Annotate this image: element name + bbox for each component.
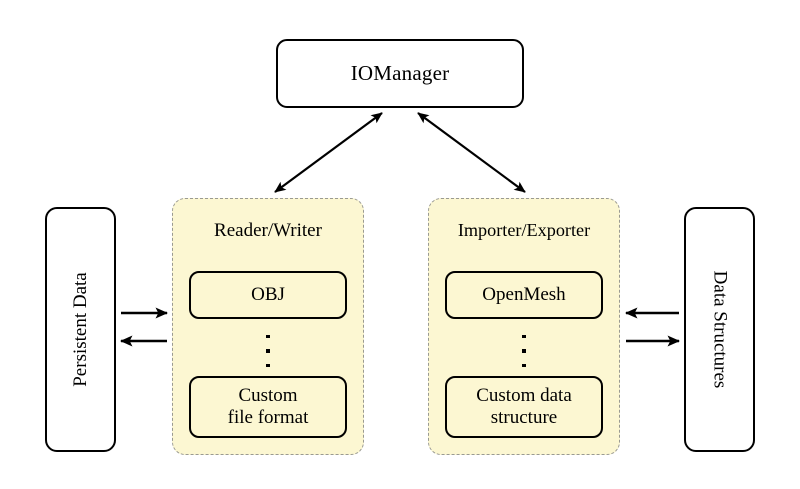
component-openmesh-label: OpenMesh bbox=[482, 283, 566, 305]
ellipsis-dot bbox=[522, 363, 526, 367]
iomanager-label: IOManager bbox=[350, 61, 450, 85]
arrow-manager-to-reader-writer bbox=[274, 112, 383, 193]
node-persistent-data[interactable]: Persistent Data bbox=[45, 207, 116, 452]
custom-data-structure-line1: Custom data bbox=[476, 384, 572, 406]
node-iomanager[interactable]: IOManager bbox=[276, 39, 524, 108]
custom-file-format-line2: file format bbox=[227, 407, 309, 428]
component-custom-file-format[interactable]: Custom file format bbox=[189, 376, 347, 438]
component-obj-label: OBJ bbox=[251, 283, 285, 305]
arrow-manager-to-importer-exporter bbox=[417, 112, 526, 193]
component-obj[interactable]: OBJ bbox=[189, 271, 347, 319]
panel-reader-writer-title: Reader/Writer bbox=[214, 220, 322, 241]
ellipsis-dot bbox=[266, 349, 270, 353]
ellipsis-reader-writer bbox=[173, 332, 363, 370]
ellipsis-dot bbox=[266, 335, 270, 339]
persistent-data-label: Persistent Data bbox=[70, 272, 92, 387]
panel-importer-exporter[interactable]: Importer/Exporter OpenMesh Custom data s… bbox=[428, 198, 620, 455]
node-data-structures[interactable]: Data Structures bbox=[684, 207, 755, 452]
custom-data-structure-line2: structure bbox=[490, 407, 558, 428]
component-custom-data-structure[interactable]: Custom data structure bbox=[445, 376, 603, 438]
ellipsis-dot bbox=[522, 335, 526, 339]
data-structures-label: Data Structures bbox=[709, 270, 730, 389]
ellipsis-dot bbox=[266, 363, 270, 367]
component-custom-data-structure-label: Custom data structure bbox=[476, 385, 572, 430]
component-custom-file-format-label: Custom file format bbox=[228, 385, 309, 430]
panel-reader-writer[interactable]: Reader/Writer OBJ Custom file format bbox=[172, 198, 364, 455]
ellipsis-dot bbox=[522, 349, 526, 353]
panel-importer-exporter-title: Importer/Exporter bbox=[457, 220, 591, 240]
custom-file-format-line1: Custom bbox=[238, 384, 298, 406]
component-openmesh[interactable]: OpenMesh bbox=[445, 271, 603, 319]
ellipsis-importer-exporter bbox=[429, 332, 619, 370]
